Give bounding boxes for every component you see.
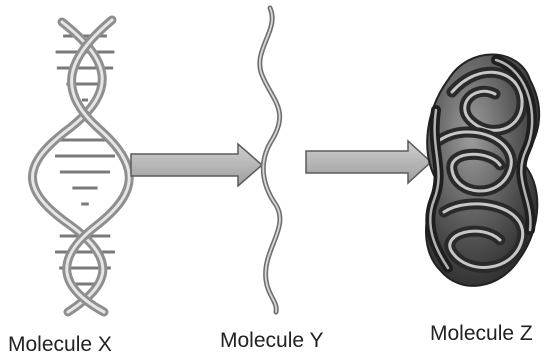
single-strand-icon <box>260 8 280 312</box>
double-helix-icon <box>33 20 130 312</box>
molecule-y-label: Molecule Y <box>220 329 324 353</box>
right-arrow-icon <box>306 141 431 183</box>
right-arrow-icon <box>131 144 262 186</box>
molecule-z-label: Molecule Z <box>430 322 533 346</box>
folded-molecule-icon <box>426 54 539 285</box>
molecule-x-label: Molecule X <box>8 333 112 357</box>
